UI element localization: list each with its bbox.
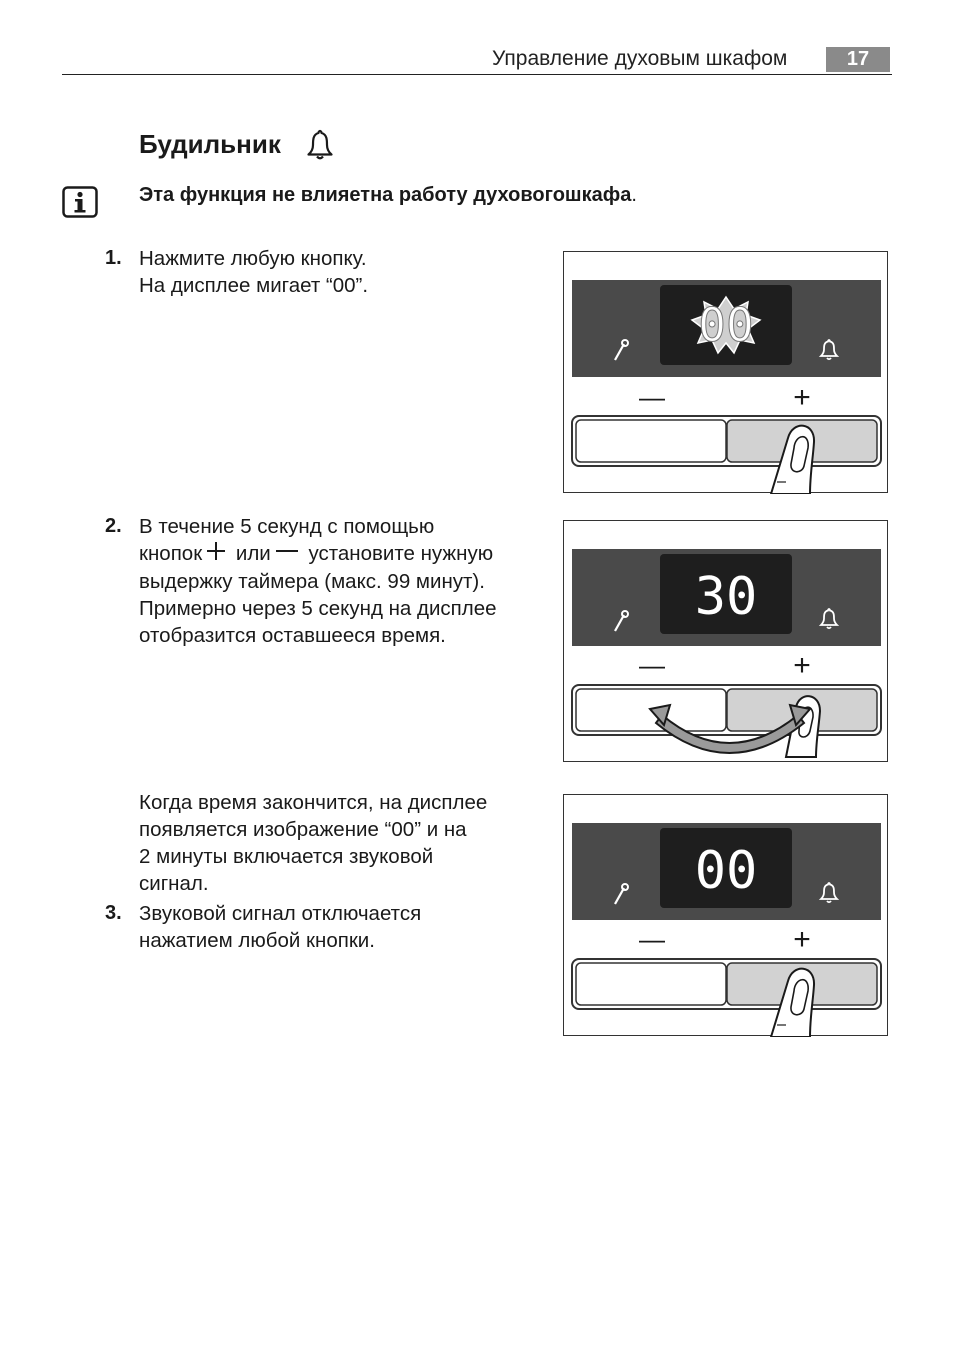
step-number: 2. <box>105 515 122 537</box>
step-line: отобразится оставшееся время. <box>139 624 446 648</box>
plus-label: + <box>793 649 811 682</box>
step-1-text: Нажмите любую кнопку. На дисплее мигает … <box>139 245 368 299</box>
step-line-part: установите нужную <box>308 542 494 565</box>
display-digits: 00 <box>695 841 758 901</box>
section-title: Будильник <box>139 129 281 159</box>
step-line-part: или <box>235 542 271 565</box>
info-icon <box>62 186 98 223</box>
oven-panel-illustration: 00 — + <box>563 794 888 1037</box>
plus-icon <box>206 541 226 568</box>
bell-icon <box>818 882 840 904</box>
step-line: На дисплее мигает “00”. <box>139 274 369 297</box>
step-line-part: кнопок <box>139 542 203 565</box>
step-line: В течение 5 секунд с помощью <box>139 515 435 538</box>
finger-icon <box>769 967 816 1037</box>
step-line: появляется изображение “00” и на <box>139 818 467 841</box>
step-line: Когда время закончится, на дисплее <box>139 791 488 814</box>
display-digits: 00 <box>698 298 753 352</box>
step-3-text: Звуковой сигнал отключается нажатием люб… <box>139 900 421 954</box>
display-digits: 30 <box>695 567 758 627</box>
minus-label: — <box>639 924 665 954</box>
plus-label: + <box>793 381 811 414</box>
blink-burst-icon <box>690 295 762 355</box>
timer-display <box>660 828 792 908</box>
step-line-with-icons: кнопок или установите нужную <box>139 540 497 568</box>
oven-panel-illustration: 30 — + <box>563 520 888 762</box>
note-period: . <box>631 184 637 206</box>
heat-element-icon <box>614 883 629 905</box>
step-line: сигнал. <box>139 872 209 895</box>
step-2-text: В течение 5 секунд с помощью кнопок или … <box>139 513 497 649</box>
minus-button <box>575 962 727 1006</box>
step-2-continuation: Когда время закончится, на дисплее появл… <box>139 789 487 897</box>
plus-label: + <box>793 923 811 956</box>
minus-label: — <box>639 650 665 680</box>
step-number: 3. <box>105 902 122 924</box>
timer-display <box>660 554 792 634</box>
page-number: 17 <box>826 47 890 72</box>
bell-icon <box>818 608 840 630</box>
header-rule <box>62 74 892 75</box>
step-line: Примерно через 5 секунд на дисплее <box>139 597 497 621</box>
step-line: Звуковой сигнал отключается <box>139 902 422 925</box>
minus-label: — <box>639 382 665 412</box>
step-line: выдержку таймера (макс. 99 минут). <box>139 570 485 594</box>
note-text-body: Эта функция не влияетна работу духовогош… <box>139 184 632 206</box>
step-line: 2 минуты включается звуковой <box>139 845 434 868</box>
heat-element-icon <box>614 610 629 632</box>
oven-panel-illustration: 00 — + <box>563 251 888 494</box>
bell-icon <box>306 128 334 167</box>
step-line: нажатием любой кнопки. <box>139 929 375 952</box>
step-number: 1. <box>105 247 122 269</box>
note-text: Эта функция не влияетна работу духовогош… <box>139 182 637 208</box>
heat-element-icon <box>614 339 629 361</box>
swipe-arrow-icon <box>648 703 812 754</box>
bell-icon <box>818 339 840 361</box>
finger-icon <box>769 424 816 494</box>
minus-button <box>575 419 727 463</box>
minus-icon <box>275 541 299 568</box>
header-title: Управление духовым шкафом <box>492 47 788 70</box>
step-line: Нажмите любую кнопку. <box>139 247 367 270</box>
